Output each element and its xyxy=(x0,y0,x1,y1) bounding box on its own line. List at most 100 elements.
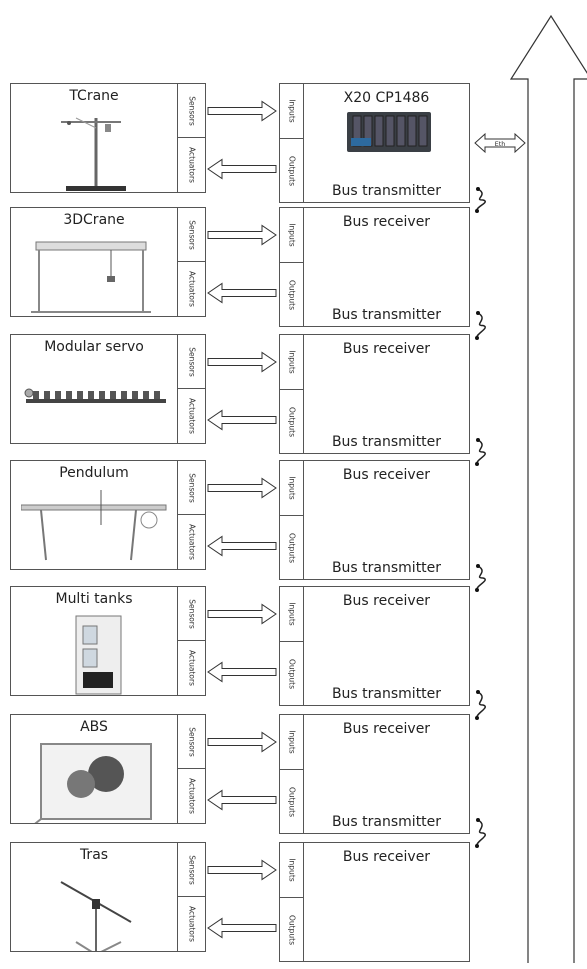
outputs-port: Outputs xyxy=(280,898,304,961)
sensors-label: Sensors xyxy=(187,347,196,377)
sensors-port: Sensors xyxy=(177,843,205,897)
bus-link-end xyxy=(476,818,480,822)
sensors-label: Sensors xyxy=(187,96,196,126)
bus-link-end xyxy=(476,690,480,694)
inputs-port: Inputs xyxy=(280,208,304,263)
outputs-label: Outputs xyxy=(287,533,296,563)
sensors-label: Sensors xyxy=(187,220,196,250)
bus-link xyxy=(477,313,485,338)
device-box: Modular servoSensorsActuators xyxy=(10,334,206,444)
bus-receiver-label: Bus receiver xyxy=(304,467,469,483)
actuators-port: Actuators xyxy=(177,262,205,316)
actuators-port: Actuators xyxy=(177,138,205,192)
bus-link-end xyxy=(475,462,479,466)
bus-link-end xyxy=(475,716,479,720)
outputs-port: Outputs xyxy=(280,770,304,833)
outputs-port: Outputs xyxy=(280,139,304,202)
bus-receiver-label: Bus receiver xyxy=(304,721,469,737)
bus-module: InputsOutputs Bus receiverBus transmitter xyxy=(279,207,470,327)
equipment-picture xyxy=(21,359,171,443)
inputs-port: Inputs xyxy=(280,461,304,516)
bus-receiver-label: Bus receiver xyxy=(304,214,469,230)
outputs-port: Outputs xyxy=(280,516,304,579)
bus-link-end xyxy=(476,311,480,315)
actuator-signal-arrow xyxy=(208,791,276,810)
actuators-label: Actuators xyxy=(187,147,196,183)
outputs-port: Outputs xyxy=(280,390,304,453)
inputs-port: Inputs xyxy=(280,843,304,898)
outputs-port: Outputs xyxy=(280,263,304,326)
sensor-signal-arrow xyxy=(208,353,276,372)
inputs-port: Inputs xyxy=(280,587,304,642)
inputs-port: Inputs xyxy=(280,335,304,390)
bus-link-end xyxy=(476,438,480,442)
uplink-arrow xyxy=(511,16,587,963)
bus-link-end xyxy=(475,588,479,592)
equipment-picture xyxy=(21,867,171,951)
sensor-signal-arrow xyxy=(208,733,276,752)
bus-link xyxy=(477,189,485,211)
sensors-label: Sensors xyxy=(187,599,196,629)
inputs-port: Inputs xyxy=(280,715,304,770)
device-name: Modular servo xyxy=(11,339,177,355)
bus-link-end xyxy=(476,564,480,568)
sensors-label: Sensors xyxy=(187,473,196,503)
equipment-picture xyxy=(21,739,171,823)
inputs-label: Inputs xyxy=(287,350,296,373)
bus-transmitter-label: Bus transmitter xyxy=(304,183,469,199)
device-box: ABSSensorsActuators xyxy=(10,714,206,824)
actuators-label: Actuators xyxy=(187,778,196,814)
bus-link-end xyxy=(475,844,479,848)
actuators-label: Actuators xyxy=(187,524,196,560)
outputs-label: Outputs xyxy=(287,280,296,310)
actuators-port: Actuators xyxy=(177,897,205,951)
inputs-port: Inputs xyxy=(280,84,304,139)
equipment-picture xyxy=(21,232,171,316)
bus-receiver-label: Bus receiver xyxy=(304,593,469,609)
device-name: Pendulum xyxy=(11,465,177,481)
actuators-port: Actuators xyxy=(177,641,205,695)
actuators-label: Actuators xyxy=(187,906,196,942)
device-name: 3DCrane xyxy=(11,212,177,228)
sensor-signal-arrow xyxy=(208,479,276,498)
sensor-signal-arrow xyxy=(208,861,276,880)
sensor-signal-arrow xyxy=(208,226,276,245)
actuator-signal-arrow xyxy=(208,663,276,682)
inputs-label: Inputs xyxy=(287,476,296,499)
bus-link-end xyxy=(475,336,479,340)
sensors-port: Sensors xyxy=(177,461,205,515)
equipment-picture xyxy=(21,108,171,192)
actuators-label: Actuators xyxy=(187,271,196,307)
sensors-port: Sensors xyxy=(177,587,205,641)
inputs-label: Inputs xyxy=(287,99,296,122)
plc-model: X20 CP1486 xyxy=(304,90,469,106)
actuator-signal-arrow xyxy=(208,411,276,430)
outputs-label: Outputs xyxy=(287,156,296,186)
device-name: Tras xyxy=(11,847,177,863)
sensors-port: Sensors xyxy=(177,208,205,262)
sensors-port: Sensors xyxy=(177,84,205,138)
bus-link-end xyxy=(476,187,480,191)
outputs-port: Outputs xyxy=(280,642,304,705)
inputs-label: Inputs xyxy=(287,602,296,625)
actuator-signal-arrow xyxy=(208,919,276,938)
bus-link xyxy=(477,692,485,718)
actuator-signal-arrow xyxy=(208,160,276,179)
actuator-signal-arrow xyxy=(208,537,276,556)
bus-transmitter-label: Bus transmitter xyxy=(304,307,469,323)
equipment-picture xyxy=(21,611,171,695)
bus-receiver-label: Bus receiver xyxy=(304,849,469,865)
inputs-label: Inputs xyxy=(287,730,296,753)
device-name: TCrane xyxy=(11,88,177,104)
actuators-port: Actuators xyxy=(177,389,205,443)
bus-link xyxy=(477,440,485,464)
bus-link xyxy=(477,820,485,846)
